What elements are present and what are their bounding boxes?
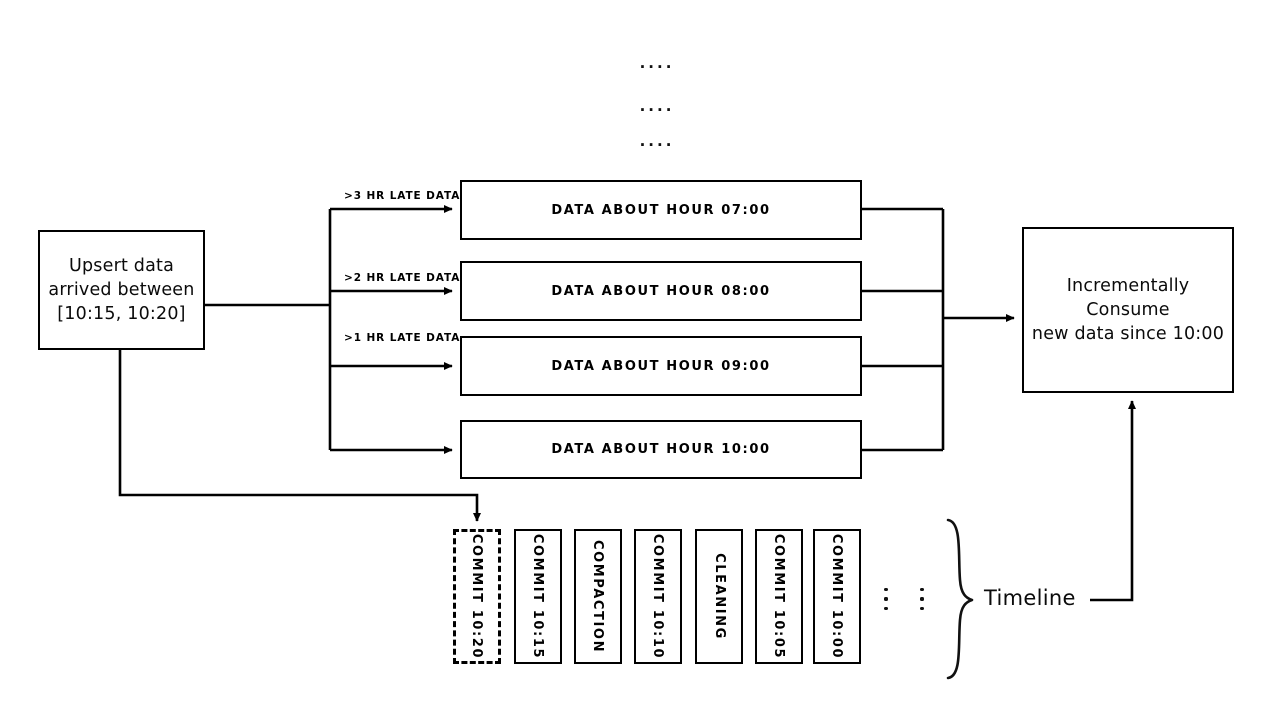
- data-box-hour-10-label: DATA ABOUT HOUR 10:00: [551, 442, 771, 457]
- ellipsis-row-3: ....: [639, 132, 675, 150]
- source-box-upsert-data[interactable]: Upsert data arrived between [10:15, 10:2…: [38, 230, 205, 350]
- data-box-hour-08[interactable]: DATA ABOUT HOUR 08:00: [460, 261, 862, 321]
- arrow-label-2hr-late: >2 HR LATE DATA: [344, 272, 461, 284]
- timeline-commit-10-05[interactable]: COMMIT 10:05: [755, 529, 803, 664]
- timeline-brace: [946, 518, 974, 680]
- data-box-hour-07-label: DATA ABOUT HOUR 07:00: [551, 202, 771, 218]
- data-box-hour-07[interactable]: DATA ABOUT HOUR 07:00: [460, 180, 862, 240]
- timeline-commit-10-15-label: COMMIT 10:15: [530, 533, 546, 660]
- arrow-label-1hr-late: >1 HR LATE DATA: [344, 332, 461, 344]
- data-box-hour-09[interactable]: DATA ABOUT HOUR 09:00: [460, 336, 862, 396]
- ellipsis-row-2: ....: [639, 97, 675, 115]
- timeline-commit-10-20[interactable]: COMMIT 10:20: [453, 529, 501, 664]
- timeline-continuation-dots-1: [884, 588, 888, 610]
- source-box-line-3: [10:15, 10:20]: [57, 304, 186, 325]
- sink-box-line-1: Incrementally Consume: [1066, 275, 1190, 320]
- data-box-hour-10[interactable]: DATA ABOUT HOUR 10:00: [460, 420, 862, 479]
- data-box-hour-09-label: DATA ABOUT HOUR 09:00: [551, 358, 771, 374]
- wire-timeline-to-sink: [1090, 400, 1137, 602]
- timeline-cleaning-label: CLEANING: [711, 553, 727, 640]
- timeline-commit-10-15[interactable]: COMMIT 10:15: [514, 529, 562, 664]
- data-box-hour-08-label: DATA ABOUT HOUR 08:00: [551, 283, 771, 299]
- sink-box-incremental-consume[interactable]: Incrementally Consume new data since 10:…: [1022, 227, 1234, 393]
- sink-box-line-2: new data since 10:00: [1031, 324, 1225, 345]
- timeline-compaction[interactable]: COMPACTION: [574, 529, 622, 664]
- ellipsis-row-1: ....: [639, 54, 675, 72]
- timeline-commit-10-10-label: COMMIT 10:10: [650, 533, 666, 660]
- timeline-commit-10-00[interactable]: COMMIT 10:00: [813, 529, 861, 664]
- timeline-label: Timeline: [984, 586, 1076, 610]
- timeline-commit-10-05-label: COMMIT 10:05: [771, 533, 787, 660]
- source-box-line-1: Upsert data: [68, 255, 175, 276]
- timeline-compaction-label: COMPACTION: [590, 539, 606, 654]
- arrow-label-3hr-late: >3 HR LATE DATA: [344, 190, 461, 202]
- timeline-cleaning[interactable]: CLEANING: [695, 529, 743, 664]
- timeline-commit-10-00-label: COMMIT 10:00: [829, 533, 845, 660]
- timeline-continuation-dots-2: [920, 588, 924, 610]
- source-box-text: Upsert data arrived between [10:15, 10:2…: [48, 254, 194, 326]
- timeline-commit-10-20-label: COMMIT 10:20: [469, 533, 485, 660]
- wire-source-to-commit: [118, 350, 482, 522]
- source-box-line-2: arrived between: [48, 279, 195, 300]
- timeline-commit-10-10[interactable]: COMMIT 10:10: [634, 529, 682, 664]
- sink-box-text: Incrementally Consume new data since 10:…: [1024, 274, 1232, 346]
